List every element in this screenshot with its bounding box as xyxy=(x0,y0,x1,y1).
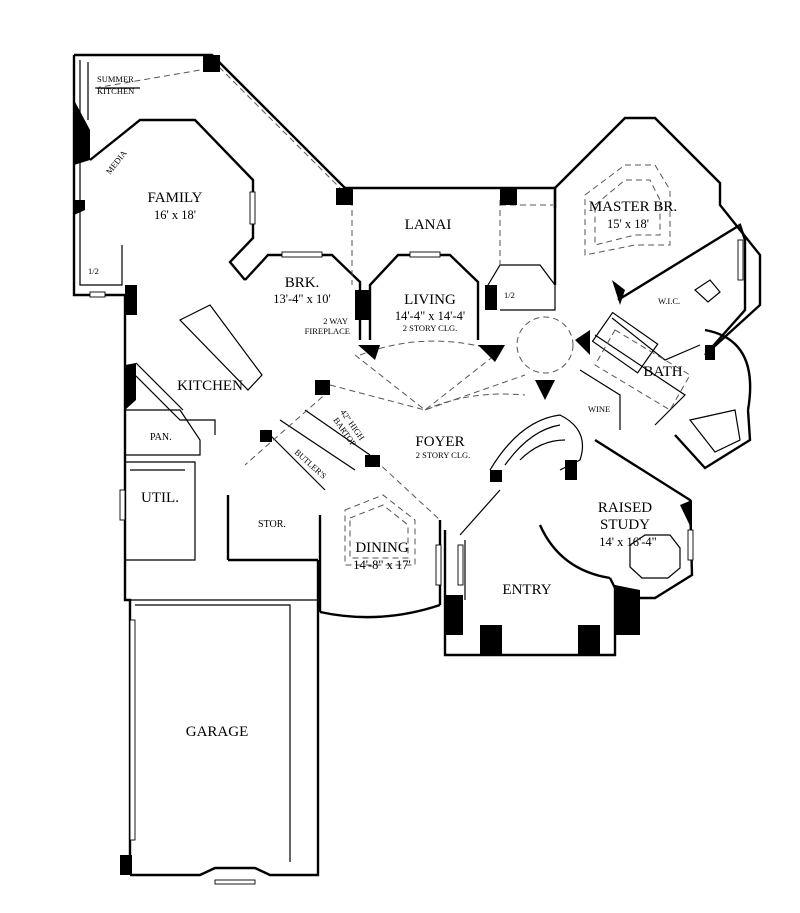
kitchen-label: KITCHEN xyxy=(177,378,243,394)
fireplace-label: 2 WAY xyxy=(323,316,348,326)
windows xyxy=(89,191,744,885)
summer-kitchen-label-2: KITCHEN xyxy=(97,86,134,96)
brk-dims: 13'-4" x 10' xyxy=(273,292,331,306)
wine-label: WINE xyxy=(588,404,610,414)
bath-label: BATH xyxy=(643,364,682,380)
interior-walls xyxy=(79,60,747,600)
study-dims: 14' x 16'-4" xyxy=(599,535,657,549)
fireplace-label-2: FIREPLACE xyxy=(305,326,350,336)
living-note: 2 STORY CLG. xyxy=(403,323,458,333)
room-labels: SUMMER KITCHEN MEDIA FAMILY 16' x 18' 1/… xyxy=(88,74,683,740)
study-label-2: STUDY xyxy=(600,517,650,533)
media-label: MEDIA xyxy=(104,147,130,176)
pantry-label: PAN. xyxy=(150,432,172,443)
dining-dims: 14'-8" x 17' xyxy=(353,558,411,572)
entry-label: ENTRY xyxy=(502,582,551,598)
living-label: LIVING xyxy=(404,292,456,308)
columns xyxy=(74,55,715,875)
lanai-label: LANAI xyxy=(405,217,452,233)
brk-label: BRK. xyxy=(285,275,320,291)
dashed-lines xyxy=(94,59,691,566)
half-bath-center-label: 1/2 xyxy=(504,290,515,300)
master-dims: 15' x 18' xyxy=(607,217,649,231)
foyer-note: 2 STORY CLG. xyxy=(416,450,471,460)
living-dims: 14'-4" x 14'-4' xyxy=(395,309,465,323)
garage-label: GARAGE xyxy=(186,724,249,740)
dining-label: DINING xyxy=(355,540,408,556)
master-label: MASTER BR. xyxy=(589,199,677,215)
foyer-label: FOYER xyxy=(415,434,464,450)
family-dims: 16' x 18' xyxy=(154,208,196,222)
wic-label: W.I.C. xyxy=(658,296,680,306)
study-label-1: RAISED xyxy=(598,500,652,516)
util-label: UTIL. xyxy=(141,490,179,506)
summer-kitchen-label: SUMMER xyxy=(97,74,134,84)
half-bath-left-label: 1/2 xyxy=(88,266,99,276)
exterior-walls xyxy=(72,53,762,877)
family-label: FAMILY xyxy=(148,190,203,206)
storage-label: STOR. xyxy=(258,519,286,530)
